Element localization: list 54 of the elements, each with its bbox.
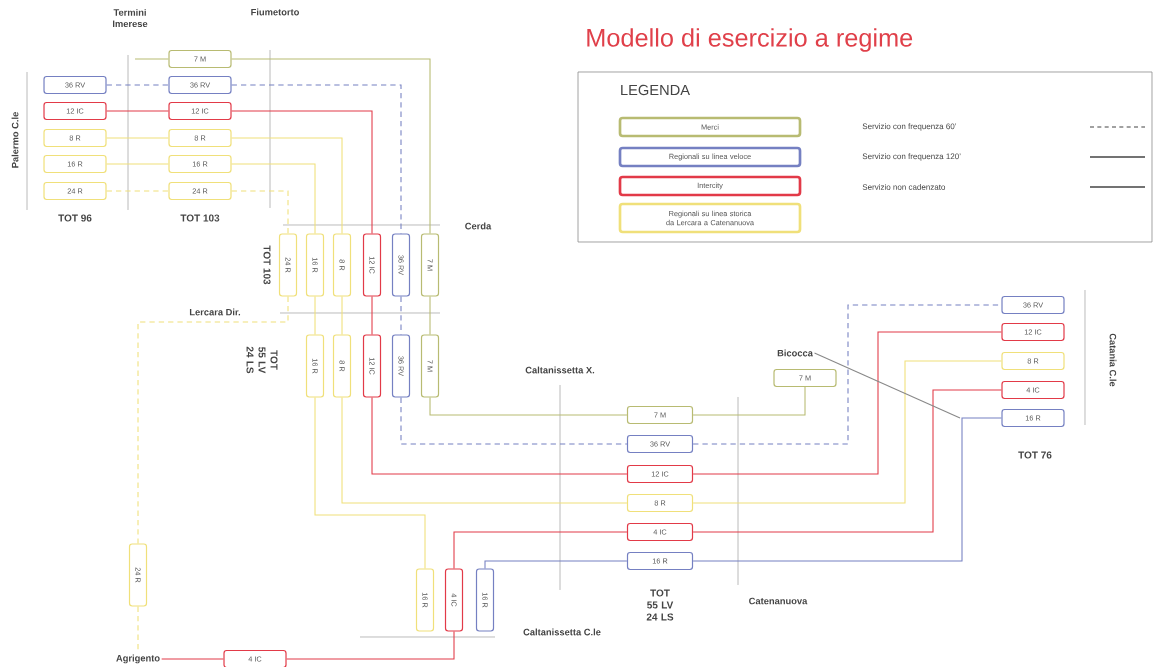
service-line (314, 296, 316, 335)
service-line (341, 296, 343, 335)
station-label: Catania C.le (1109, 333, 1117, 387)
service-line (692, 304, 1002, 445)
service-line (231, 110, 373, 234)
service-line (371, 397, 628, 475)
total-label: TOT 103 (180, 214, 220, 222)
service-line (106, 110, 169, 112)
service-line (106, 190, 169, 192)
service-line (314, 397, 426, 569)
service-line (692, 389, 1002, 533)
service-line (134, 58, 169, 60)
total-label: TOT 55 LV 24 LS (246, 346, 278, 374)
station-label: Caltanissetta X. (525, 366, 595, 374)
service-line (453, 531, 628, 569)
legend-text: Servizio con frequenza 120’ (862, 153, 961, 161)
title: Modello di esercizio a regime (587, 28, 913, 52)
service-line (137, 296, 289, 544)
legend-text: Servizio non cadenzato (862, 184, 946, 190)
service-line (400, 296, 402, 335)
service-line (341, 397, 628, 504)
station-name: Bicocca (777, 349, 813, 357)
leader-line (813, 352, 961, 419)
station-label: Termini Imerese (113, 8, 148, 28)
service-line (692, 386, 806, 416)
service-line (231, 84, 402, 234)
legend-text: Servizio con frequenza 60’ (862, 123, 956, 131)
station-label: Lercara Dir. (189, 308, 241, 316)
station-label: Palermo C.le (11, 112, 19, 168)
service-line (231, 163, 316, 234)
total-label: TOT 96 (58, 214, 92, 222)
service-line (692, 417, 1002, 562)
total-label: TOT 76 (1018, 451, 1052, 459)
station-label: Cerda (465, 222, 492, 230)
station-label: Caltanissetta C.le (523, 628, 601, 636)
total-label: TOT 55 LV 24 LS (646, 589, 674, 621)
station-name: Agrigento (116, 654, 160, 664)
service-line (484, 560, 628, 569)
service-line (106, 137, 169, 139)
service-line (286, 631, 455, 660)
service-line (161, 658, 224, 660)
legend-title: LEGENDA (621, 84, 690, 96)
service-line (371, 296, 373, 335)
service-line (231, 58, 431, 234)
service-line (692, 331, 1002, 475)
service-line (106, 163, 169, 165)
service-line (692, 360, 1002, 504)
service-line (429, 296, 431, 335)
service-line (429, 397, 628, 416)
service-line (231, 190, 289, 234)
service-line (106, 84, 169, 86)
service-line (231, 137, 343, 234)
station-label: Fiumetorto (251, 8, 299, 16)
station-label: Catenanuova (749, 597, 808, 605)
